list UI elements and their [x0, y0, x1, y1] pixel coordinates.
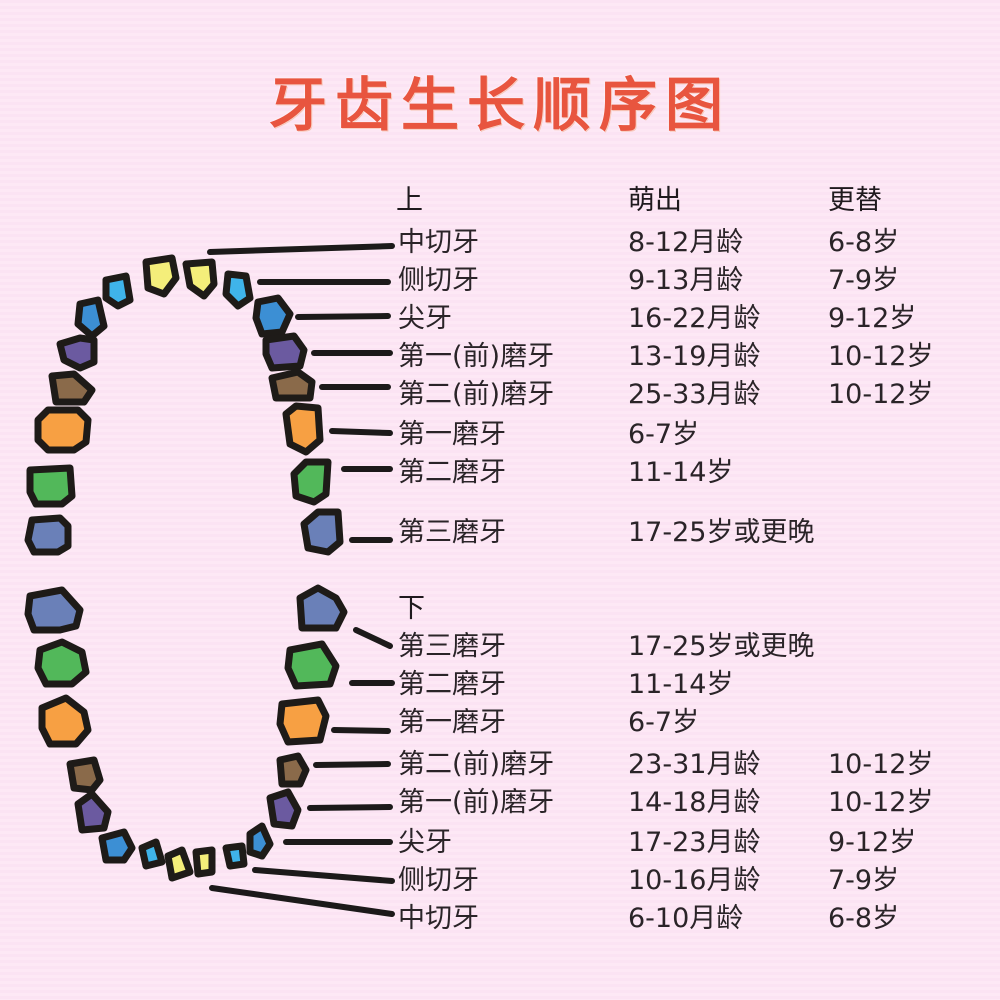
- upper-second-molar-right: [290, 458, 332, 506]
- upper-second-molar-left: [26, 464, 76, 508]
- upper-canine-left: [74, 296, 108, 340]
- eruption-age: 14-18月龄: [628, 787, 761, 818]
- lower-first-molar-left: [38, 694, 92, 748]
- eruption-age: 6-7岁: [628, 419, 700, 450]
- upper-third-molar-right: [300, 508, 344, 556]
- eruption-age: 23-31月龄: [628, 749, 761, 780]
- upper-first-premolar-left: [56, 334, 98, 372]
- lower-central-incisor-left: [164, 846, 194, 882]
- eruption-age: 13-19月龄: [628, 341, 761, 372]
- upper-leader-lines: [207, 243, 395, 543]
- upper-canine-right: [252, 294, 294, 338]
- replacement-age: 6-8岁: [828, 227, 900, 258]
- replacement-age: 10-12岁: [828, 379, 934, 410]
- eruption-age: 16-22月龄: [628, 303, 761, 334]
- eruption-age: 11-14岁: [628, 457, 734, 488]
- replacement-age: 10-12岁: [828, 787, 934, 818]
- lower-arch: [24, 584, 348, 882]
- replacement-age: 9-12岁: [828, 827, 917, 858]
- replacement-age: 9-12岁: [828, 303, 917, 334]
- upper-lateral-incisor-left: [102, 272, 134, 310]
- upper-lateral-incisor-right: [222, 270, 254, 310]
- upper-first-premolar-right: [262, 332, 308, 372]
- tooth-name: 中切牙: [398, 227, 479, 258]
- tooth-name: 第二磨牙: [398, 457, 506, 488]
- upper-second-premolar-right: [268, 368, 316, 402]
- tooth-name: 第二(前)磨牙: [398, 379, 555, 410]
- tooth-name: 第三磨牙: [398, 517, 506, 548]
- lower-lateral-incisor-right: [222, 842, 248, 870]
- lower-first-premolar-left: [74, 790, 112, 834]
- eruption-age: 10-16月龄: [628, 865, 761, 896]
- tooth-name: 第二(前)磨牙: [398, 749, 555, 780]
- tooth-name: 第三磨牙: [398, 631, 506, 662]
- upper-second-premolar-left: [48, 370, 96, 406]
- lower-second-premolar-right: [276, 752, 310, 788]
- tooth-name: 侧切牙: [398, 265, 479, 296]
- replacement-age: 7-9岁: [828, 865, 900, 896]
- replacement-header: 更替: [828, 185, 882, 216]
- lower-canine-right: [246, 822, 274, 860]
- eruption-age: 17-25岁或更晚: [628, 631, 815, 662]
- lower-third-molar-right: [296, 584, 348, 632]
- tooth-name: 尖牙: [398, 827, 452, 858]
- eruption-age: 17-23月龄: [628, 827, 761, 858]
- eruption-age: 17-25岁或更晚: [628, 517, 815, 548]
- lower-first-molar-right: [276, 696, 330, 746]
- eruption-header: 萌出: [628, 185, 682, 216]
- upper-central-incisor-right: [182, 258, 218, 300]
- eruption-age: 8-12月龄: [628, 227, 744, 258]
- lower-section-label: 下: [398, 593, 425, 624]
- tooth-name: 第一(前)磨牙: [398, 787, 555, 818]
- tooth-name: 第一磨牙: [398, 707, 506, 738]
- replacement-age: 10-12岁: [828, 341, 934, 372]
- tooth-name: 第二磨牙: [398, 669, 506, 700]
- replacement-age: 7-9岁: [828, 265, 900, 296]
- tooth-name: 侧切牙: [398, 865, 479, 896]
- tooth-name: 第一(前)磨牙: [398, 341, 555, 372]
- replacement-age: 6-8岁: [828, 903, 900, 934]
- eruption-age: 6-10月龄: [628, 903, 744, 934]
- lower-second-premolar-left: [66, 756, 104, 794]
- lower-third-molar-left: [24, 586, 84, 634]
- lower-second-molar-left: [34, 638, 90, 688]
- upper-central-incisor-left: [142, 254, 180, 298]
- lower-lateral-incisor-left: [138, 838, 166, 870]
- upper-third-molar-left: [24, 514, 72, 556]
- upper-first-molar-left: [34, 406, 92, 454]
- lower-canine-left: [98, 828, 136, 864]
- lower-central-incisor-right: [192, 846, 216, 878]
- tooth-name: 尖牙: [398, 303, 452, 334]
- page-title: 牙齿生长顺序图: [268, 71, 731, 139]
- upper-arch: [24, 254, 344, 556]
- replacement-age: 10-12岁: [828, 749, 934, 780]
- lower-leader-lines: [209, 627, 395, 917]
- eruption-age: 25-33月龄: [628, 379, 761, 410]
- upper-section-label: 上: [396, 185, 423, 216]
- eruption-age: 6-7岁: [628, 707, 700, 738]
- lower-second-molar-right: [284, 640, 340, 690]
- lower-first-premolar-right: [266, 788, 302, 830]
- upper-first-molar-right: [282, 402, 324, 456]
- eruption-age: 11-14岁: [628, 669, 734, 700]
- eruption-age: 9-13月龄: [628, 265, 744, 296]
- tooth-name: 中切牙: [398, 903, 479, 934]
- tooth-name: 第一磨牙: [398, 419, 506, 450]
